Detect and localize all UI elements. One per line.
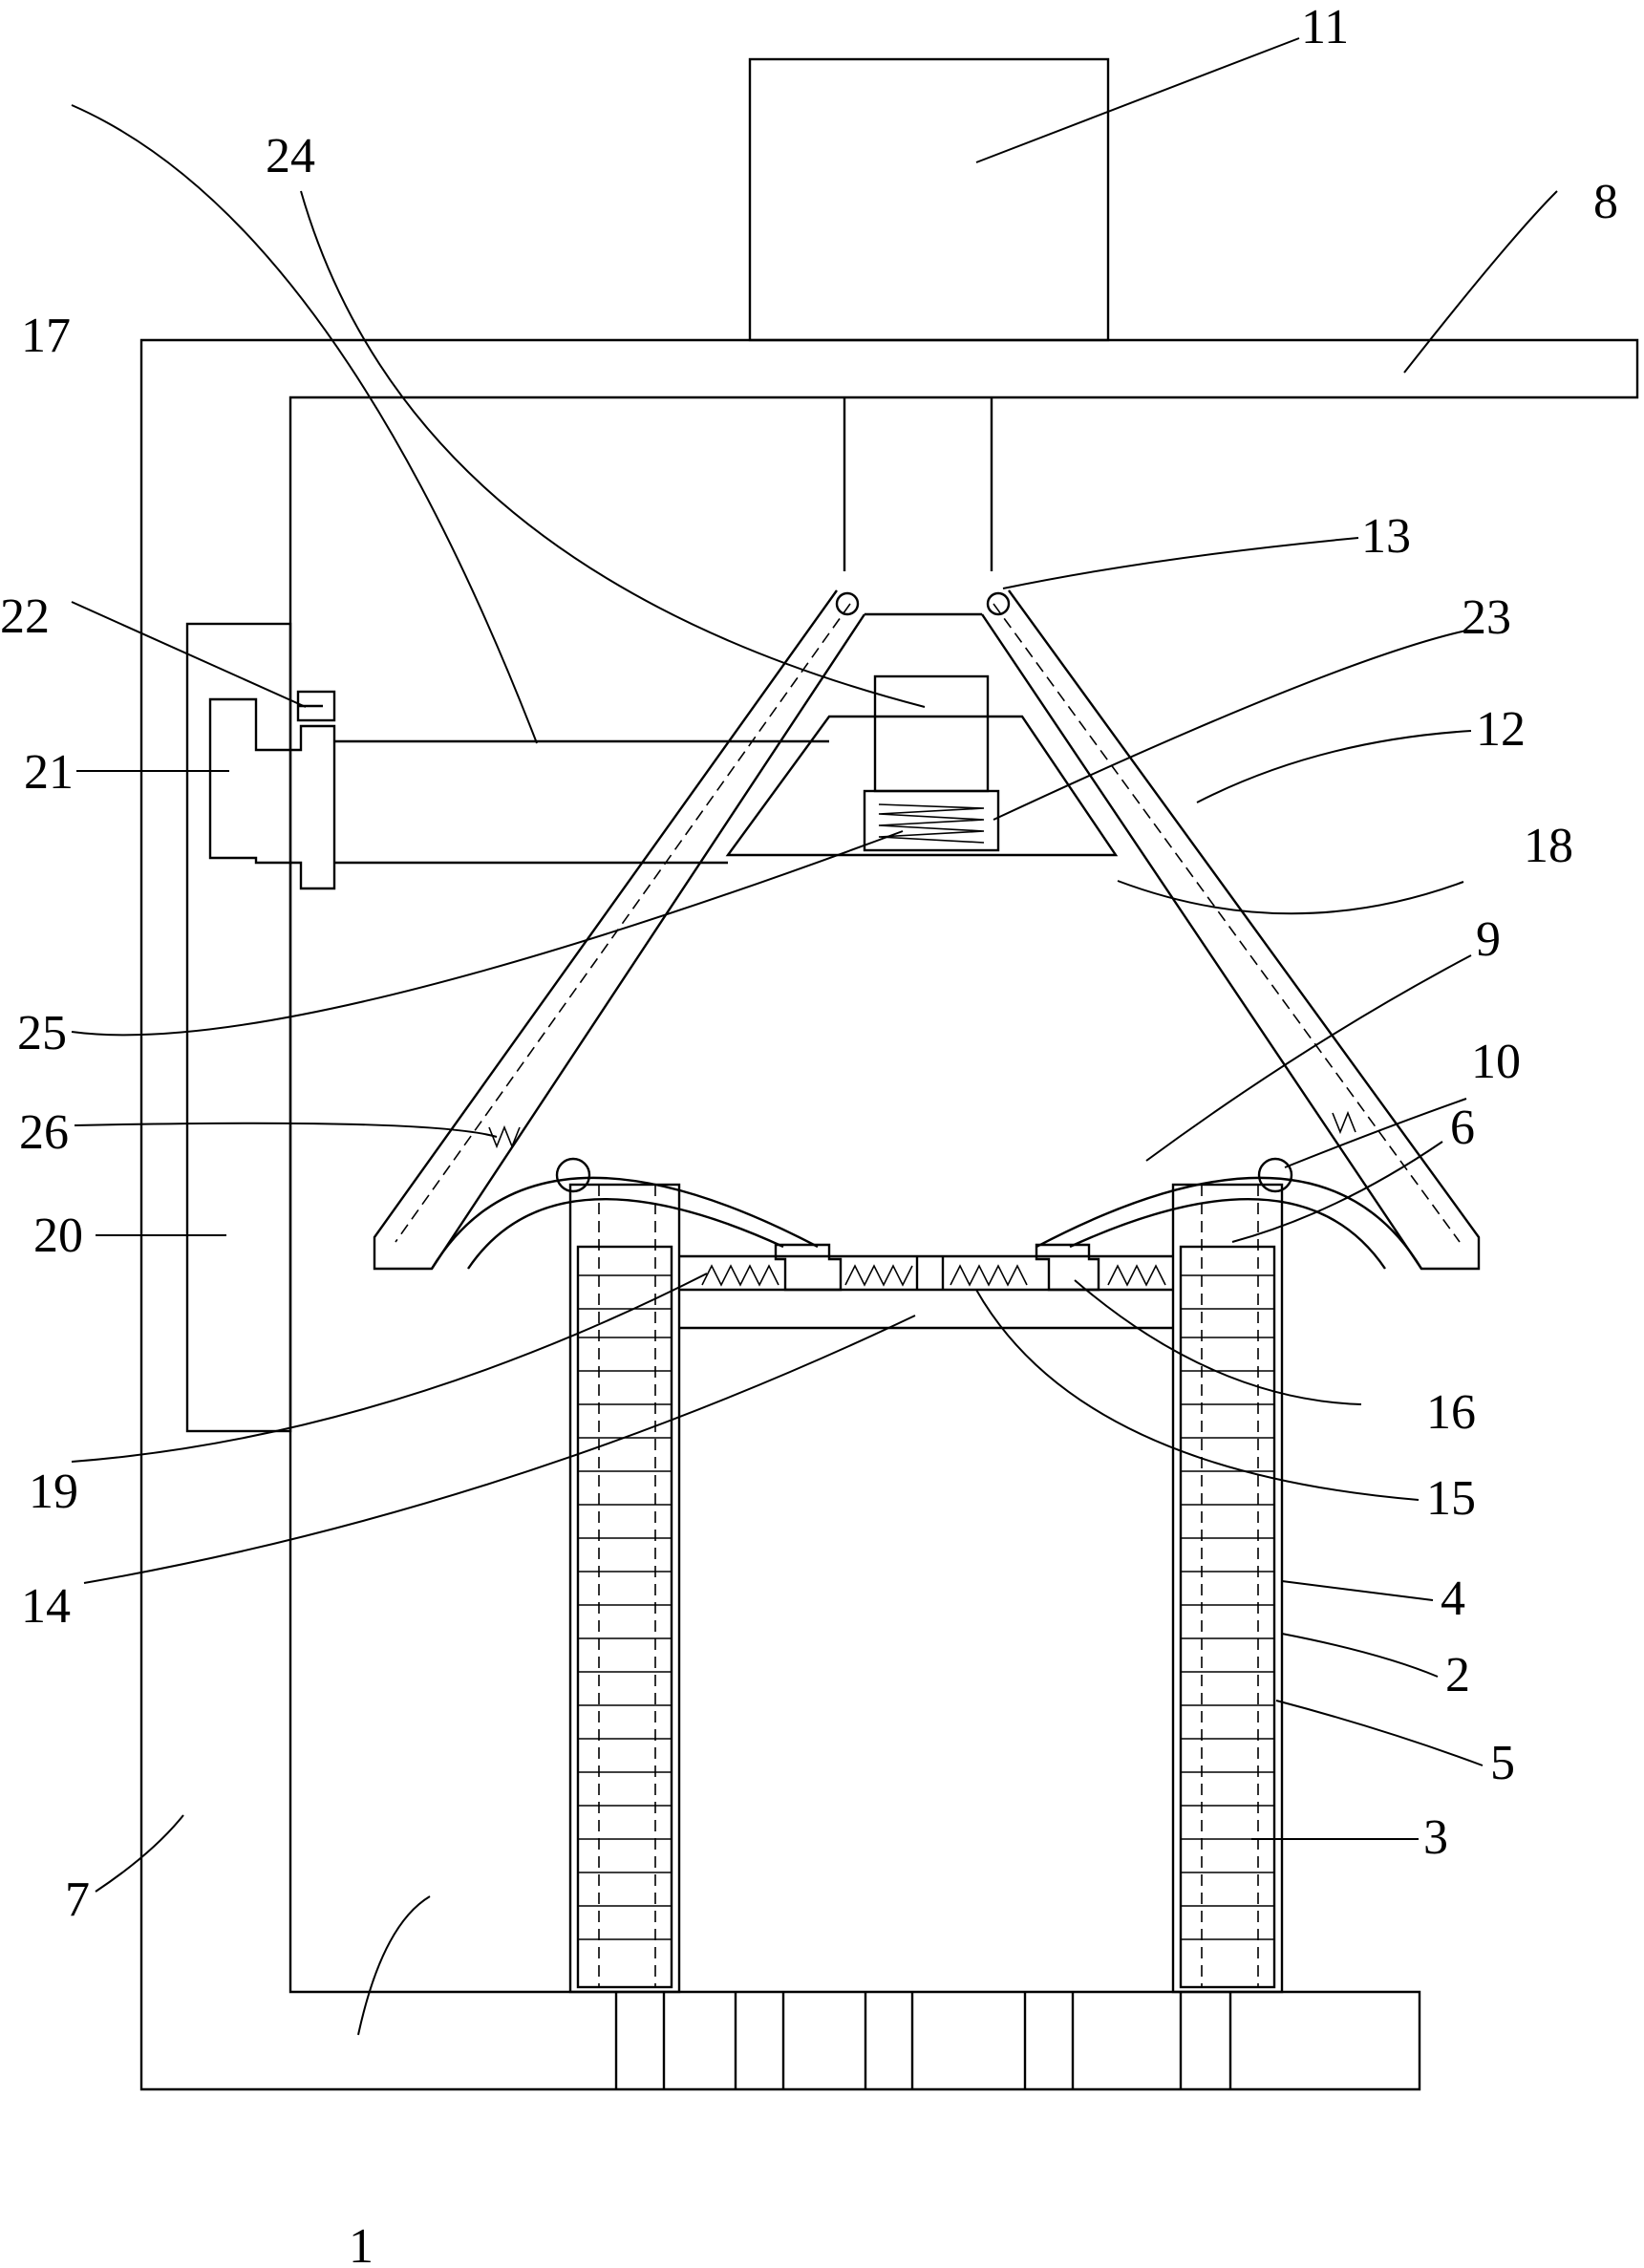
label-21: 21 [24,745,74,800]
label-23: 23 [1462,590,1511,645]
label-9: 9 [1476,912,1501,967]
slider-block [208,697,336,890]
slide-rail [185,622,292,1433]
label-22: 22 [0,589,50,644]
spring-19 [701,1264,779,1287]
label-15: 15 [1426,1471,1476,1526]
left-column [568,1183,681,1994]
spring-26 [488,1124,521,1149]
cylinder-box [873,674,990,793]
label-2: 2 [1445,1648,1470,1702]
label-10: 10 [1471,1035,1521,1089]
label-24: 24 [266,129,315,183]
label-3: 3 [1423,1810,1448,1865]
motor-box [748,57,1110,342]
arc-shell-right [1036,1176,1423,1270]
device-structure [139,57,1639,2091]
trapezoid-block [725,715,1119,857]
spring-15 [950,1264,1028,1287]
roller-right [1257,1157,1293,1193]
spring-23 [878,803,985,844]
vertical-shaft [843,397,993,571]
label-20: 20 [33,1209,83,1263]
label-17: 17 [21,309,71,363]
hinge-joint-right [986,591,1011,616]
roller-left [555,1157,591,1193]
label-1: 1 [349,2219,374,2268]
hinge-joint-left [835,591,860,616]
label-16: 16 [1426,1385,1476,1440]
label-26: 26 [19,1105,69,1160]
label-4: 4 [1441,1572,1465,1626]
label-8: 8 [1593,175,1618,229]
right-arm [981,589,1481,1271]
label-11: 11 [1301,0,1349,54]
clamp-left [774,1243,843,1292]
label-14: 14 [21,1579,71,1634]
base-frame [139,338,1639,2091]
label-19: 19 [29,1465,78,1519]
label-25: 25 [17,1006,67,1060]
label-6: 6 [1450,1101,1475,1155]
horizontal-beam [334,739,829,865]
label-18: 18 [1524,819,1573,873]
right-column [1171,1183,1284,1994]
bottom-blocks [614,1992,1232,2089]
leader-lines [71,37,1558,2036]
label-7: 7 [65,1872,90,1927]
left-arm [373,589,866,1271]
label-5: 5 [1490,1736,1515,1790]
arc-shell-left [430,1176,819,1270]
label-13: 13 [1361,509,1411,564]
clamp-right [1035,1243,1100,1292]
label-12: 12 [1476,702,1526,757]
